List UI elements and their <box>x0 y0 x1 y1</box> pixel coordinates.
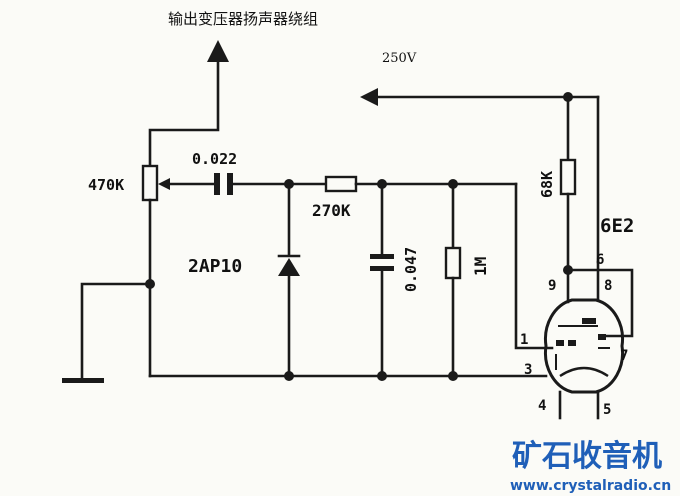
capacitor-0047 <box>370 182 394 378</box>
grid-resistor-label: 1M <box>471 257 490 276</box>
tube-6e2 <box>544 298 624 420</box>
potentiometer-label: 470K <box>88 176 124 194</box>
filter-capacitor-label: 0.047 <box>402 247 420 292</box>
pin-1-label: 1 <box>520 332 528 348</box>
resistor-270k <box>324 175 518 193</box>
capacitor-0022 <box>214 173 328 195</box>
output-lead <box>148 40 229 170</box>
tube-type-label: 6E2 <box>600 215 634 237</box>
output-transformer-label: 输出变压器扬声器绕组 <box>168 10 318 28</box>
pin-7-label: 7 <box>620 348 628 364</box>
supply-voltage-label: 250V <box>382 51 417 66</box>
series-resistor-label: 270K <box>312 201 351 220</box>
pin-5-label: 5 <box>603 402 611 418</box>
pin-8-label: 8 <box>604 278 612 294</box>
pin-loop <box>566 260 634 338</box>
diode-label: 2AP10 <box>188 256 242 277</box>
pin-3-label: 3 <box>524 362 532 378</box>
grid-lead <box>514 182 554 350</box>
plate-resistor-label: 68K <box>538 171 556 198</box>
coupling-capacitor-label: 0.022 <box>192 150 237 168</box>
pin-9-label: 9 <box>548 278 556 294</box>
watermark-url: www.crystalradio.cn <box>510 478 671 494</box>
diode-2ap10 <box>277 182 301 378</box>
pin-4-label: 4 <box>538 398 546 414</box>
ground-icon <box>62 378 104 383</box>
output-arrow-icon <box>207 40 229 62</box>
watermark-title: 矿石收音机 <box>512 439 662 474</box>
ground-bus <box>62 282 548 383</box>
junctions <box>145 179 573 381</box>
resistor-1m <box>444 182 462 378</box>
resistor-68k <box>559 95 577 304</box>
supply-arrow-icon <box>360 88 378 106</box>
pin-6-label: 6 <box>596 252 604 268</box>
wiper-arrow-icon <box>158 178 170 190</box>
